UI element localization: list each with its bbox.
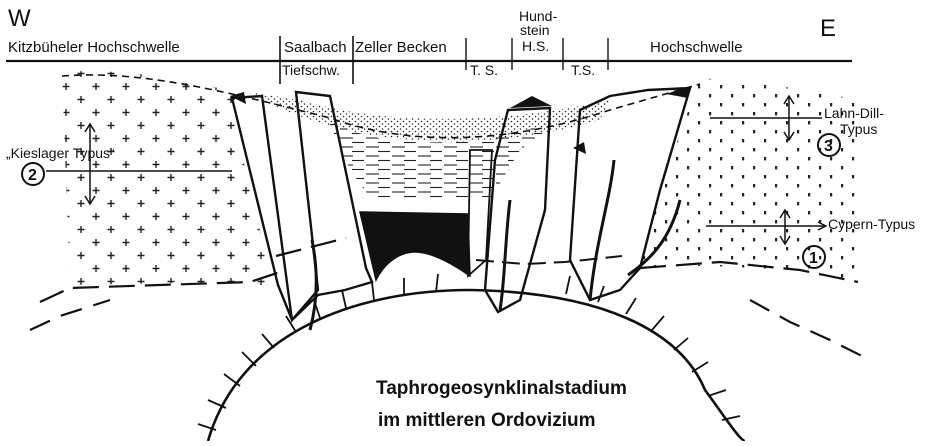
hundstein-line2: stein <box>520 22 550 38</box>
lahn-dill-number: 3 <box>824 138 833 155</box>
kieslager-label: „Kieslager Typus“ <box>6 145 115 161</box>
hundstein-line3: H.S. <box>522 38 549 54</box>
cap-hundstein <box>510 96 552 108</box>
west-label: W <box>8 5 31 32</box>
central-dashed-boundary <box>476 256 622 264</box>
ts-right-label: T.S. <box>571 62 595 78</box>
lower-right-dashed-boundary <box>750 300 870 360</box>
cap-small <box>573 142 586 154</box>
lahn-dill-label-1: Lahn-Dill- <box>824 105 884 121</box>
hochschwelle-label: Hochschwelle <box>650 39 743 56</box>
lower-left-dashed-boundary <box>30 300 110 330</box>
caption: Taphrogeosynklinalstadium im mittleren O… <box>376 378 627 431</box>
header-row: W E Kitzbüheler Hochschwelle Saalbach Ti… <box>6 5 852 84</box>
zeller-becken-label: Zeller Becken <box>355 39 447 56</box>
caption-line1: Taphrogeosynklinalstadium <box>376 378 627 399</box>
kitzbuehel-hochschwelle-label: Kitzbüheler Hochschwelle <box>8 39 180 56</box>
left-basement-block <box>62 71 275 290</box>
ts-left-label: T. S. <box>470 62 498 78</box>
tiefschwelle-label: Tiefschw. <box>282 62 340 78</box>
fine-sediment-cover <box>248 92 610 141</box>
saalbach-label: Saalbach <box>284 39 347 56</box>
caption-line2: im mittleren Ordovizium <box>378 410 595 431</box>
graben-fill <box>360 212 470 280</box>
cypern-number: 1 <box>809 250 818 267</box>
cypern-label: Cypern-Typus <box>828 216 915 232</box>
mantle-hatching <box>198 274 740 430</box>
lahn-dill-label-2: Typus <box>840 121 877 137</box>
kieslager-number: 2 <box>28 167 37 184</box>
east-label: E <box>820 15 836 42</box>
